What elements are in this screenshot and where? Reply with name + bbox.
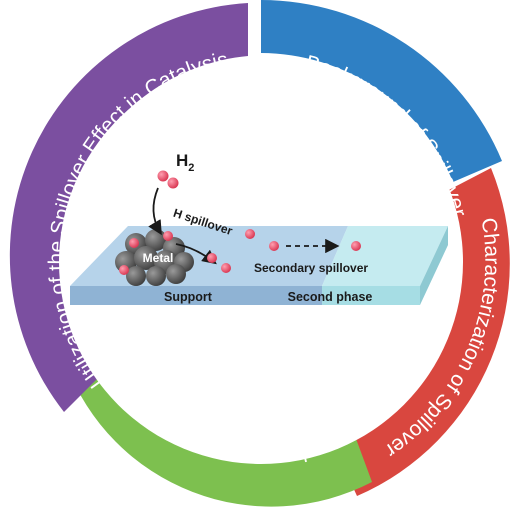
metal-label: Metal — [143, 251, 174, 265]
h2-atom-2 — [167, 177, 179, 189]
support-slab-front — [70, 286, 322, 305]
segment-mechanism — [66, 351, 372, 507]
adsorption-arrow — [148, 187, 162, 236]
segment-characterization — [335, 168, 510, 496]
h2-label: H2 — [176, 151, 194, 174]
h-atom-on-metal-1 — [163, 231, 173, 241]
h2-atom-1 — [157, 170, 169, 182]
second-phase-label: Second phase — [288, 290, 373, 304]
h-atom-support-2 — [221, 263, 231, 273]
support-label: Support — [164, 290, 213, 304]
h-atom-on-metal-2 — [129, 238, 139, 248]
h-atom-on-metal-3 — [119, 265, 129, 275]
h-atom-support-3 — [245, 229, 255, 239]
h-atom-second-phase — [351, 241, 361, 251]
second-phase-slab-side — [420, 226, 448, 305]
second-phase-slab-front — [322, 286, 420, 305]
segment-background — [261, 0, 502, 182]
h-atom-support-4 — [269, 241, 279, 251]
second-phase-slab-top — [322, 226, 448, 286]
secondary-spillover-label: Secondary spillover — [254, 261, 368, 275]
h-atom-support-1 — [207, 253, 217, 263]
